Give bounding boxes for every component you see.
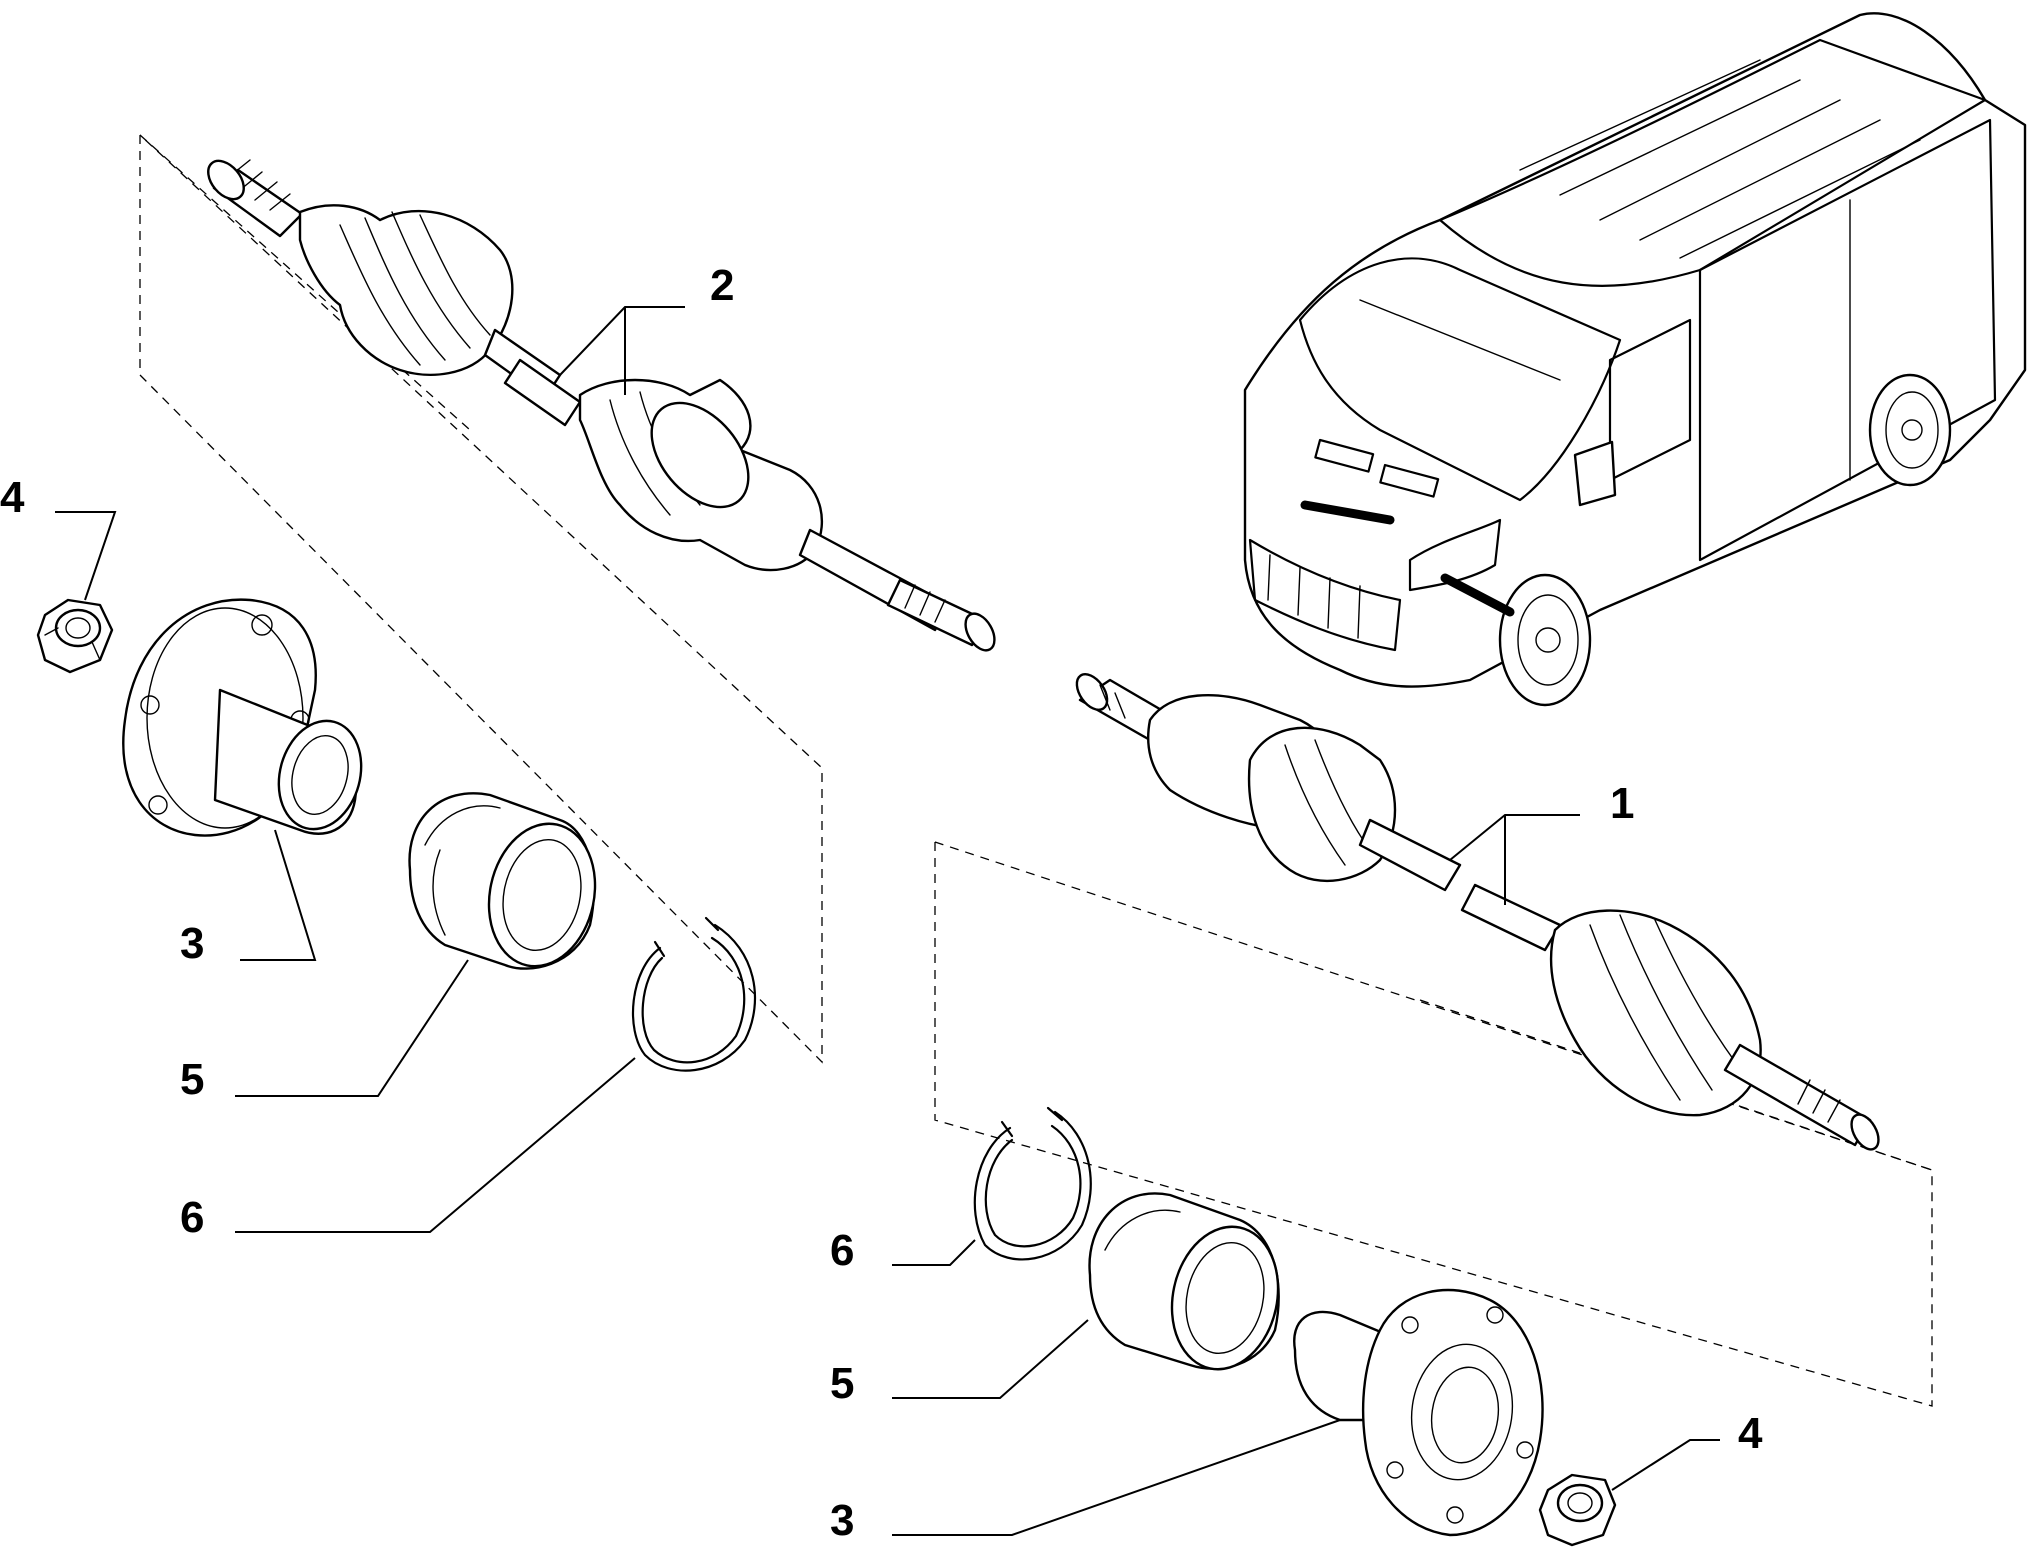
right-assembly: 1 6 5 [830,673,1933,1547]
callout-circlip-right: 6 [830,1226,854,1275]
callout-hub-right: 3 [830,1496,854,1545]
drive-shaft-right [1075,673,1880,1151]
left-assembly: 2 4 3 [0,134,996,1242]
callout-hub-left: 3 [180,919,204,968]
callout-nut-left: 4 [0,473,25,522]
circlip-left [631,916,757,1072]
callout-shaft-right: 1 [1610,779,1634,828]
wheel-bearing-left [408,792,597,970]
wheel-hub-right [1293,1288,1544,1537]
right-assembly-outline [934,841,1933,1407]
wheel-bearing-right [1088,1192,1280,1371]
circlip-right [973,1106,1092,1261]
callout-bearing-right: 5 [830,1359,854,1408]
callout-nut-right: 4 [1738,1409,1763,1458]
hex-nut-left [36,598,114,674]
left-assembly-outline [139,134,823,1064]
drive-shaft-left [207,159,996,652]
callout-bearing-left: 5 [180,1055,204,1104]
callout-circlip-left: 6 [180,1193,204,1242]
wheel-hub-left [122,598,363,837]
hex-nut-right [1538,1473,1617,1547]
callout-shaft-left: 2 [710,261,734,310]
van-illustration [1243,12,2027,707]
